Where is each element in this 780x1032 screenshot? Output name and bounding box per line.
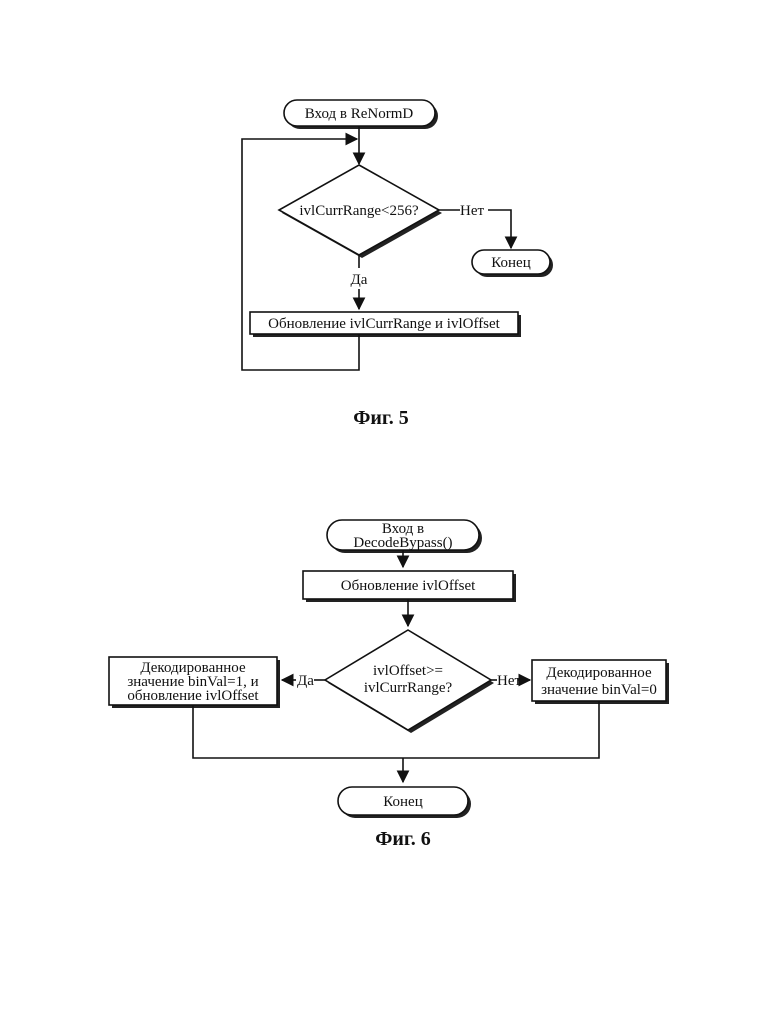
fig6-start-label-line2: DecodeBypass() <box>353 535 452 551</box>
figure-5: Вход в ReNormD ivlCurrRange<256? Нет Кон… <box>242 100 553 429</box>
fig5-no-label: Нет <box>460 203 484 219</box>
fig6-no-label: Нет <box>497 673 521 689</box>
fig5-decision-label: ivlCurrRange<256? <box>299 203 419 219</box>
fig6-start-terminator: Вход в DecodeBypass() <box>327 520 482 553</box>
fig5-yes-label: Да <box>351 272 368 288</box>
fig6-end-label: Конец <box>383 794 422 810</box>
fig6-left-box: Декодированное значение binVal=1, и обно… <box>109 657 280 708</box>
fig5-caption: Фиг. 5 <box>353 407 409 429</box>
fig6-right-box: Декодированное значение binVal=0 <box>532 660 669 704</box>
fig5-decision: ivlCurrRange<256? <box>279 165 442 258</box>
fig6-caption: Фиг. 6 <box>375 828 431 850</box>
fig5-start-terminator: Вход в ReNormD <box>284 100 438 129</box>
fig6-decision: ivlOffset>= ivlCurrRange? <box>325 630 494 733</box>
fig5-update-label: Обновление ivlCurrRange и ivlOffset <box>268 316 501 332</box>
fig5-end-label: Конец <box>491 255 530 271</box>
fig5-start-label: Вход в ReNormD <box>305 106 414 122</box>
fig5-end-terminator: Конец <box>472 250 553 277</box>
fig6-end-terminator: Конец <box>338 787 471 818</box>
fig6-decision-label-line1: ivlOffset>= <box>373 663 443 679</box>
fig6-update-box: Обновление ivlOffset <box>303 571 516 602</box>
fig6-decision-label-line2: ivlCurrRange? <box>364 680 453 696</box>
fig6-right-label-line1: Декодированное <box>546 665 652 681</box>
fig6-yes-label: Да <box>297 673 314 689</box>
fig5-update-box: Обновление ivlCurrRange и ivlOffset <box>250 312 521 337</box>
figure-6: Вход в DecodeBypass() Обновление ivlOffs… <box>109 520 669 850</box>
fig6-right-label-line2: значение binVal=0 <box>541 682 657 698</box>
fig6-update-label: Обновление ivlOffset <box>341 578 476 594</box>
fig6-left-label-line3: обновление ivlOffset <box>127 688 259 704</box>
fig5-arrow-no-to-end <box>488 210 511 248</box>
